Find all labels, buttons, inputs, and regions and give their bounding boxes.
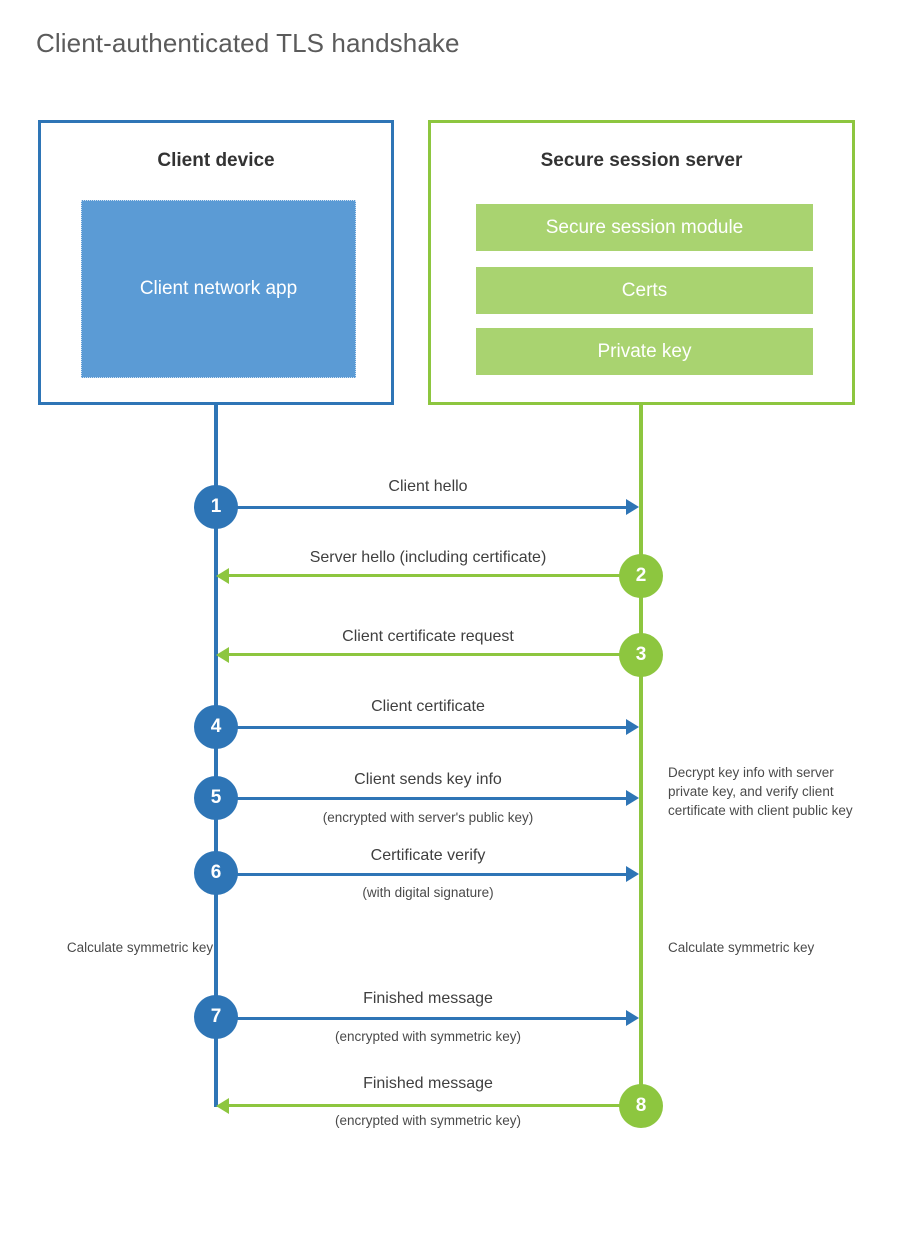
message-arrow-4	[216, 726, 626, 729]
step-badge-2: 2	[619, 554, 663, 598]
step-badge-6: 6	[194, 851, 238, 895]
message-arrow-6	[216, 873, 626, 876]
message-sublabel-8: (encrypted with symmetric key)	[334, 1113, 522, 1128]
message-label-1: Client hello	[388, 478, 468, 495]
server-lifeline	[639, 403, 643, 1107]
arrow-head-right-icon	[626, 719, 639, 735]
message-label-6: Certificate verify	[370, 847, 486, 864]
arrow-head-left-icon	[216, 647, 229, 663]
step-badge-8: 8	[619, 1084, 663, 1128]
client-device-box: Client device Client network app	[38, 120, 394, 405]
message-arrow-1	[216, 506, 626, 509]
arrow-head-left-icon	[216, 1098, 229, 1114]
server-module-secure-session-module: Secure session module	[476, 204, 813, 251]
step-badge-3: 3	[619, 633, 663, 677]
server-module-private-key: Private key	[476, 328, 813, 375]
message-sublabel-5: (encrypted with server's public key)	[322, 810, 534, 825]
message-arrow-8	[229, 1104, 641, 1107]
arrow-head-right-icon	[626, 499, 639, 515]
server-module-certs: Certs	[476, 267, 813, 314]
step-badge-7: 7	[194, 995, 238, 1039]
arrow-head-left-icon	[216, 568, 229, 584]
page-title: Client-authenticated TLS handshake	[36, 28, 460, 58]
arrow-head-right-icon	[626, 866, 639, 882]
message-sublabel-6: (with digital signature)	[362, 885, 494, 900]
message-label-5: Client sends key info	[354, 771, 502, 788]
message-arrow-7	[216, 1017, 626, 1020]
message-label-4: Client certificate	[371, 698, 485, 715]
message-arrow-5	[216, 797, 626, 800]
note-server-decrypt: Decrypt key info with server private key…	[668, 765, 853, 819]
note-client-calculate-symmetric-key: Calculate symmetric key	[66, 940, 214, 955]
step-badge-5: 5	[194, 776, 238, 820]
arrow-head-right-icon	[626, 1010, 639, 1026]
arrow-head-right-icon	[626, 790, 639, 806]
message-arrow-3	[229, 653, 641, 656]
message-label-2: Server hello (including certificate)	[309, 549, 547, 566]
message-label-3: Client certificate request	[342, 628, 514, 645]
step-badge-1: 1	[194, 485, 238, 529]
message-sublabel-7: (encrypted with symmetric key)	[334, 1029, 522, 1044]
client-device-title: Client device	[157, 150, 275, 171]
client-network-app-block: Client network app	[81, 200, 356, 378]
message-label-8: Finished message	[363, 1075, 493, 1092]
secure-session-server-box: Secure session server Secure session mod…	[428, 120, 855, 405]
message-arrow-2	[229, 574, 641, 577]
note-server-calculate-symmetric-key: Calculate symmetric key	[668, 940, 815, 955]
step-badge-4: 4	[194, 705, 238, 749]
secure-session-server-title: Secure session server	[540, 150, 743, 171]
message-label-7: Finished message	[363, 990, 493, 1007]
client-lifeline	[214, 403, 218, 1107]
